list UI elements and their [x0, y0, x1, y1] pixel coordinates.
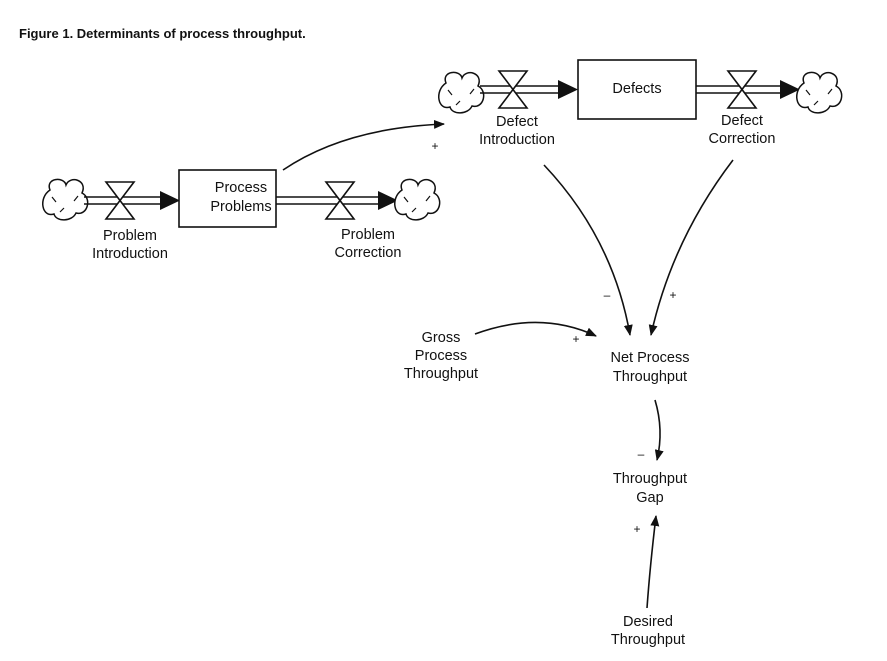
stock-process-problems: Process Problems [178, 169, 277, 228]
figure-title: Figure 1. Determinants of process throug… [19, 26, 306, 41]
stock-defects: Defects [577, 59, 697, 120]
variable-net-process-throughput-1: Net Process [611, 350, 690, 366]
flow-defect-correction-label-2: Correction [709, 131, 776, 147]
cloud-sink-problems [394, 178, 441, 221]
variable-gross-process-throughput-1: Gross [422, 330, 461, 346]
flow-defect-introduction-label-1: Defect [496, 114, 538, 130]
polarity-defect-intro-to-net: – [604, 288, 611, 302]
pipe-defect-introduction [480, 80, 578, 99]
cloud-source-defects [438, 71, 485, 114]
stock-defects-label: Defects [612, 81, 661, 97]
variable-desired-throughput-1: Desired [623, 614, 673, 630]
polarity-desired-to-gap: + [633, 522, 640, 536]
link-defect-correction-to-net [648, 159, 734, 336]
variable-throughput-gap-2: Gap [636, 490, 663, 506]
flow-problem-introduction-label-1: Problem [103, 228, 157, 244]
stock-process-problems-label-2: Problems [210, 199, 271, 215]
polarity-net-to-gap: – [638, 447, 645, 461]
flow-defect-correction-label-1: Defect [721, 113, 763, 129]
variable-gross-process-throughput-2: Process [415, 348, 467, 364]
pipe-problem-introduction [84, 191, 180, 210]
stock-process-problems-label-1: Process [215, 180, 267, 196]
polarity-gross-to-net: + [572, 332, 579, 346]
variable-net-process-throughput-2: Throughput [613, 369, 687, 385]
flow-problem-introduction-label-2: Introduction [92, 246, 168, 262]
valve-problem-introduction [104, 181, 136, 220]
link-desired-to-gap [646, 515, 660, 609]
flow-defect-introduction-label-2: Introduction [479, 132, 555, 148]
link-problems-to-defect-introduction [282, 119, 445, 171]
pipe-problem-correction [276, 191, 398, 210]
variable-throughput-gap-1: Throughput [613, 471, 687, 487]
valve-problem-correction [324, 181, 356, 220]
valve-defect-correction [726, 70, 758, 109]
flow-problem-correction-label-1: Problem [341, 227, 395, 243]
cloud-sink-defects [796, 71, 843, 114]
flow-problem-correction-label-2: Correction [335, 245, 402, 261]
polarity-problems-to-defect-intro: + [431, 139, 438, 153]
valve-defect-introduction [497, 70, 529, 109]
link-gross-to-net [474, 321, 597, 337]
link-defect-introduction-to-net [543, 164, 633, 336]
variable-gross-process-throughput-3: Throughput [404, 366, 478, 382]
cloud-source-problems [42, 178, 89, 221]
link-net-to-gap [654, 399, 664, 461]
variable-desired-throughput-2: Throughput [611, 632, 685, 648]
polarity-defect-correction-to-net: + [669, 288, 676, 302]
